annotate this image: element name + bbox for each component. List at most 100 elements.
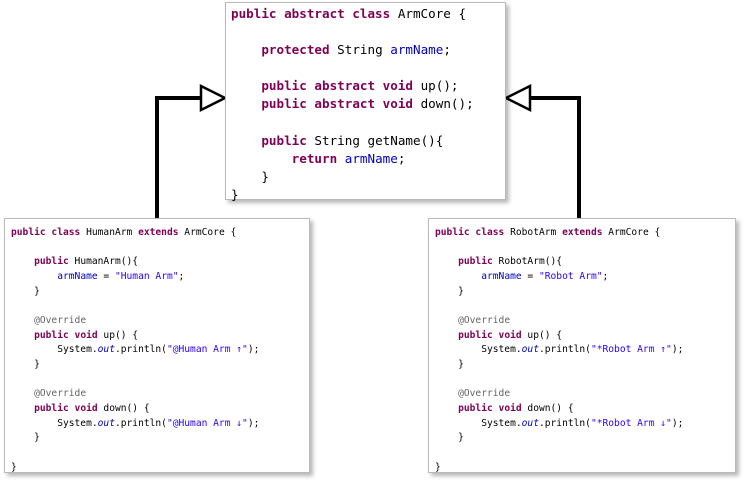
code-line: } xyxy=(435,431,735,446)
code-token: armName xyxy=(390,42,444,58)
code-token: up(); xyxy=(420,78,459,94)
code-token: "*Robot Arm ↓" xyxy=(590,417,672,429)
code-line: } xyxy=(231,168,505,186)
code-token: up() { xyxy=(527,329,563,341)
code-line: public void up() { xyxy=(11,329,309,344)
code-line xyxy=(435,446,735,461)
code-line: System.out.println("*Robot Arm ↑"); xyxy=(435,343,735,358)
code-token: } xyxy=(435,461,441,473)
code-token: HumanArm(){ xyxy=(74,256,139,268)
code-line: } xyxy=(11,358,309,373)
code-token: ; xyxy=(443,42,451,58)
code-token: ArmCore { xyxy=(184,227,237,238)
human-arm-extends-arrowhead xyxy=(199,83,228,113)
code-token: .println( xyxy=(538,417,591,429)
code-token xyxy=(231,42,261,57)
code-token: public void xyxy=(458,402,528,414)
code-token: public class xyxy=(11,227,87,238)
code-token: @Override xyxy=(458,314,511,326)
code-token: "*Robot Arm ↑" xyxy=(590,344,672,356)
code-token: down() { xyxy=(527,402,574,414)
code-token: } xyxy=(11,461,17,473)
code-line: public class RobotArm extends ArmCore { xyxy=(435,226,735,241)
code-line: public void down() { xyxy=(435,402,735,417)
code-token: ; xyxy=(178,270,185,282)
code-line: protected String armName; xyxy=(231,41,505,59)
code-token: System. xyxy=(11,344,98,356)
code-token: } xyxy=(435,285,464,297)
code-token: protected xyxy=(261,42,338,58)
code-token: } xyxy=(435,358,464,370)
code-token: up() { xyxy=(103,329,139,341)
code-line: @Override xyxy=(435,314,735,329)
code-token: } xyxy=(435,432,464,444)
code-token: armName xyxy=(57,270,98,282)
code-line xyxy=(231,114,505,132)
code-line: public abstract void down(); xyxy=(231,95,505,113)
code-token: public class xyxy=(435,227,511,238)
robotarm-class-box: public class RobotArm extends ArmCore { … xyxy=(428,218,736,473)
code-token: public xyxy=(458,256,499,268)
code-token xyxy=(435,271,481,282)
code-token: ); xyxy=(671,417,684,429)
robot-arm-extends-arrow-line xyxy=(530,96,581,220)
code-token: public void xyxy=(458,329,528,341)
code-token: out xyxy=(521,417,539,429)
code-token xyxy=(11,256,34,267)
code-line xyxy=(435,241,735,256)
code-line xyxy=(11,241,309,256)
code-token: } xyxy=(11,358,40,370)
code-line: public RobotArm(){ xyxy=(435,255,735,270)
code-token: down(); xyxy=(420,96,474,112)
code-line: public abstract class ArmCore { xyxy=(231,5,505,23)
code-line: @Override xyxy=(11,387,309,402)
code-token: "@Human Arm ↓" xyxy=(166,417,248,429)
robotarm-code: public class RobotArm extends ArmCore { … xyxy=(429,219,735,475)
code-token: "Human Arm" xyxy=(114,270,179,282)
code-token xyxy=(231,78,261,93)
code-line: public HumanArm(){ xyxy=(11,255,309,270)
armcore-class-box: public abstract class ArmCore { protecte… xyxy=(225,2,506,202)
code-token: extends xyxy=(562,227,609,238)
code-token: String xyxy=(337,42,391,58)
code-line: } xyxy=(11,461,309,476)
code-line xyxy=(231,23,505,41)
code-line: System.out.println("*Robot Arm ↓"); xyxy=(435,417,735,432)
robot-arm-extends-arrowhead xyxy=(503,83,532,113)
code-token: down() { xyxy=(103,402,150,414)
code-line xyxy=(435,299,735,314)
code-token: .println( xyxy=(114,417,167,429)
code-token: HumanArm xyxy=(86,227,139,238)
code-token: System. xyxy=(435,417,522,429)
code-token: armName xyxy=(481,270,522,282)
code-line: armName = "Human Arm"; xyxy=(11,270,309,285)
code-token: armName xyxy=(344,150,398,166)
code-token: extends xyxy=(138,227,185,238)
code-token: System. xyxy=(435,344,522,356)
code-token: RobotArm xyxy=(510,227,563,238)
code-line xyxy=(11,299,309,314)
code-line: } xyxy=(11,285,309,300)
code-token: = xyxy=(521,270,539,282)
code-token: ; xyxy=(397,150,406,166)
code-line xyxy=(11,446,309,461)
code-line: public abstract void up(); xyxy=(231,77,505,95)
code-line: @Override xyxy=(11,314,309,329)
human-arm-extends-arrow-line xyxy=(155,96,201,222)
code-token: RobotArm(){ xyxy=(498,256,563,268)
code-token: @Override xyxy=(458,388,511,400)
code-line: return armName; xyxy=(231,150,505,168)
code-token: @Override xyxy=(34,388,87,400)
code-line: } xyxy=(231,186,505,204)
code-token: ); xyxy=(247,344,260,356)
code-token: .println( xyxy=(114,344,167,356)
code-line: @Override xyxy=(435,387,735,402)
code-token xyxy=(11,330,34,341)
armcore-code: public abstract class ArmCore { protecte… xyxy=(226,3,505,204)
code-line: public void down() { xyxy=(11,402,309,417)
code-token: ); xyxy=(671,344,684,356)
code-token xyxy=(11,403,34,414)
code-token: public void xyxy=(34,402,104,414)
code-token xyxy=(11,271,57,282)
